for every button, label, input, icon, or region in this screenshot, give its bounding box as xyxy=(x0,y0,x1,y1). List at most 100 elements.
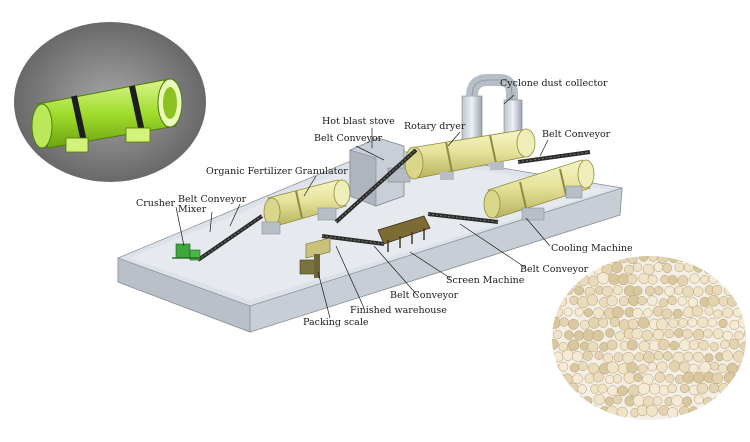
crusher-mixer xyxy=(172,243,204,261)
pellet xyxy=(632,262,643,272)
pellet xyxy=(594,350,604,360)
pellet xyxy=(688,339,700,350)
pellet xyxy=(593,393,605,406)
pellet xyxy=(643,308,653,318)
pellet xyxy=(679,339,691,351)
screen-machine xyxy=(377,215,431,252)
pellet xyxy=(638,256,649,262)
pellet xyxy=(572,351,584,363)
pellet xyxy=(693,372,705,384)
pellet xyxy=(584,373,595,384)
pellet xyxy=(553,329,563,339)
pellet xyxy=(667,407,679,419)
pellet xyxy=(698,339,709,351)
pellet xyxy=(711,372,724,384)
pellet xyxy=(679,361,691,373)
pellet xyxy=(667,295,677,306)
pellet xyxy=(622,351,635,364)
pellet xyxy=(683,262,694,273)
pellet xyxy=(574,330,585,341)
pellet xyxy=(672,308,683,319)
pellet xyxy=(693,328,705,341)
pellet xyxy=(654,286,664,296)
pellet xyxy=(606,361,619,374)
pellet xyxy=(631,327,644,340)
pellet xyxy=(712,328,724,340)
pellet xyxy=(564,330,574,340)
pellet xyxy=(646,295,658,307)
label-hot-blast-stove: Hot blast stove xyxy=(322,116,395,127)
pellet xyxy=(615,331,625,341)
pellet xyxy=(592,371,604,383)
pellet xyxy=(688,363,699,374)
pellet xyxy=(563,307,573,317)
pellet xyxy=(569,363,580,373)
pellet xyxy=(637,317,650,329)
pellet xyxy=(587,341,599,353)
pellet xyxy=(682,396,693,407)
pellet xyxy=(612,285,623,296)
pellet xyxy=(721,350,733,362)
pellet xyxy=(653,262,664,273)
pellet xyxy=(653,351,664,361)
pellet xyxy=(667,383,677,394)
pellet xyxy=(658,385,670,396)
pellet xyxy=(558,342,569,352)
pellet xyxy=(652,329,664,341)
pellet xyxy=(567,339,580,351)
pellet xyxy=(607,385,618,396)
pellet xyxy=(627,256,638,265)
pellet xyxy=(604,396,614,406)
pellet xyxy=(647,274,658,285)
pellet xyxy=(558,361,569,372)
pellet xyxy=(709,342,719,352)
pellet xyxy=(687,297,699,308)
pellet xyxy=(637,296,647,306)
label-packing-scale: Packing scale xyxy=(303,317,369,328)
pellet xyxy=(661,308,673,320)
pellet xyxy=(638,340,650,352)
pellet xyxy=(679,383,690,394)
pellet xyxy=(699,361,711,374)
packing-scale xyxy=(299,237,331,278)
pellet xyxy=(677,296,687,306)
rotary-drum-image xyxy=(14,22,206,182)
leader-lines xyxy=(175,94,551,319)
pellet xyxy=(634,352,644,362)
pellet xyxy=(708,382,720,394)
pellet xyxy=(613,352,624,363)
pellet xyxy=(659,298,669,308)
pellet xyxy=(559,317,569,327)
pellet xyxy=(729,319,740,330)
pellet xyxy=(674,285,684,295)
pellet xyxy=(677,275,689,287)
pellet xyxy=(609,317,620,327)
label-finished-warehouse: Finished warehouse xyxy=(350,305,447,316)
pellet xyxy=(578,361,588,371)
label-belt-conveyor-bottom: Belt Conveyor xyxy=(390,290,459,301)
pellet xyxy=(626,362,638,374)
pellet xyxy=(646,404,659,417)
pellet xyxy=(720,339,730,350)
pellet xyxy=(583,308,593,318)
pellet xyxy=(657,338,670,351)
hot-blast-stove xyxy=(349,137,411,207)
pellet xyxy=(682,371,695,384)
pellet xyxy=(612,306,624,319)
pellet xyxy=(588,275,600,287)
pellet xyxy=(572,373,583,385)
pellet xyxy=(647,362,657,372)
pellet xyxy=(611,261,623,274)
pellet xyxy=(656,318,669,331)
pellet xyxy=(656,361,668,373)
pellet xyxy=(648,256,658,262)
label-mixer: Mixer xyxy=(178,204,207,215)
pellet xyxy=(606,339,618,351)
pellet xyxy=(682,328,693,340)
pellet xyxy=(697,316,709,328)
pellet xyxy=(643,351,655,364)
pellet xyxy=(669,340,679,351)
pellet xyxy=(703,328,713,339)
granulator xyxy=(261,179,351,235)
